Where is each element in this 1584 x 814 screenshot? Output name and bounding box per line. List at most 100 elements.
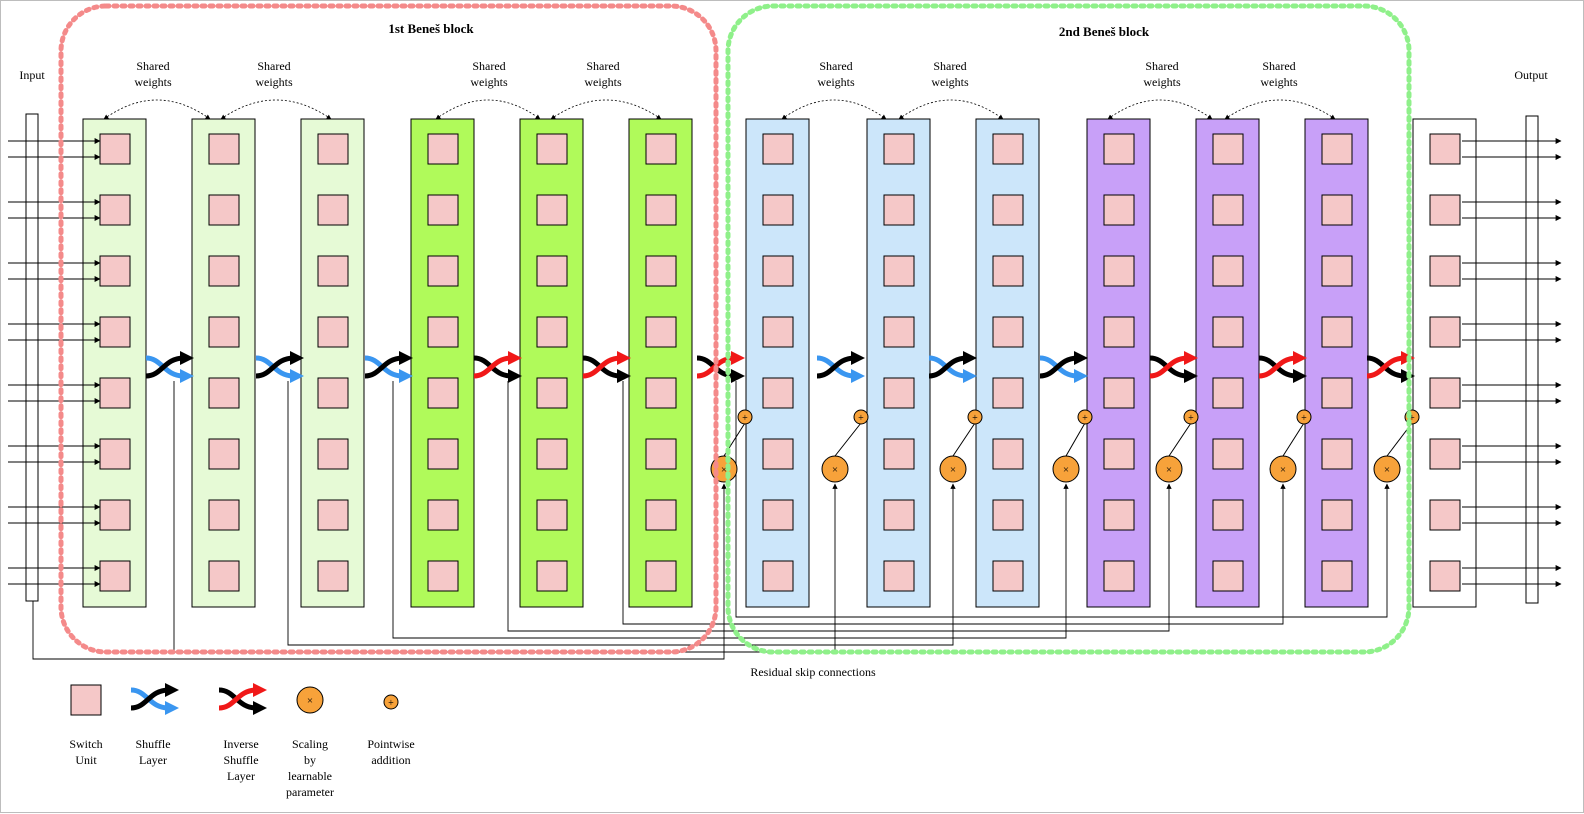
legend: SwitchUnitShuffleLayerInverseShuffleLaye… [69, 683, 415, 799]
connector-stroke [1039, 355, 1079, 379]
switch-unit [883, 194, 915, 226]
layer-column-box [1195, 118, 1260, 608]
scale-op [1269, 455, 1297, 483]
connector-head [1074, 369, 1088, 383]
connector-head [1184, 351, 1198, 365]
legend-head [165, 701, 179, 715]
switch-unit [317, 255, 349, 287]
legend-stroke [218, 687, 258, 711]
input-bar [25, 113, 39, 602]
switch-unit [992, 316, 1024, 348]
legend-label: Unit [75, 753, 97, 767]
switch-unit [1429, 255, 1461, 287]
switch-unit [99, 377, 131, 409]
switch-unit [1321, 499, 1353, 531]
switch-unit [317, 377, 349, 409]
legend-label: by [304, 753, 316, 767]
switch-unit [317, 560, 349, 592]
switch-unit [1103, 377, 1135, 409]
legend-label: Switch [69, 737, 102, 751]
connector-head [731, 351, 745, 365]
shared-weights-label: weights [931, 75, 969, 89]
residual-op: ×+ [1269, 409, 1312, 483]
switch-unit [1429, 377, 1461, 409]
connector-head [290, 351, 304, 365]
switch-unit [1212, 499, 1244, 531]
add-op-symbol: + [1082, 413, 1088, 424]
switch-unit [536, 499, 568, 531]
residual-op: ×+ [821, 409, 869, 483]
add-op-symbol: + [1409, 413, 1415, 424]
switch-unit [1103, 255, 1135, 287]
scale-op-symbol: × [1063, 464, 1069, 476]
switch-unit [208, 499, 240, 531]
skip-connection-line [32, 483, 727, 660]
residual-op: ×+ [1373, 409, 1420, 483]
switch-unit [1103, 560, 1135, 592]
switch-unit [762, 255, 794, 287]
switch-unit [99, 499, 131, 531]
legend-label: Layer [227, 769, 255, 783]
scale-op-symbol: × [721, 464, 727, 476]
connector-head [963, 369, 977, 383]
legend-label: Layer [139, 753, 167, 767]
shared-weights-label: weights [1143, 75, 1181, 89]
switch-unit [992, 194, 1024, 226]
connector-stroke [364, 355, 404, 379]
layer-column [866, 118, 931, 608]
layer-column-box [410, 118, 475, 608]
switch-unit [762, 194, 794, 226]
switch-unit [427, 438, 459, 470]
scale-op [1373, 455, 1401, 483]
switch-unit [883, 438, 915, 470]
switch-unit [762, 560, 794, 592]
switch-unit [99, 194, 131, 226]
switch-unit [1212, 438, 1244, 470]
switch-unit [1429, 560, 1461, 592]
layer-column-box [628, 118, 693, 608]
switch-unit [317, 316, 349, 348]
add-op-symbol: + [1301, 413, 1307, 424]
switch-unit [208, 255, 240, 287]
switch-unit [427, 560, 459, 592]
switch-unit [208, 560, 240, 592]
scale-op-symbol: × [1384, 464, 1390, 476]
shared-weights-annotations: SharedweightsSharedweightsSharedweightsS… [103, 59, 1336, 120]
connector-head [617, 351, 631, 365]
shared-weights-label: weights [255, 75, 293, 89]
connector-head [508, 369, 522, 383]
shuffle-layer [928, 351, 977, 383]
switch-unit [992, 560, 1024, 592]
shared-weights-arc [220, 99, 332, 120]
skip-connection-line [287, 381, 956, 646]
shared-weights-arc [550, 99, 662, 120]
input-output-lines [8, 113, 1562, 604]
skip-connections-label: Residual skip connections [750, 665, 876, 679]
inverse-shuffle-layer [1258, 351, 1307, 383]
switch-unit [208, 438, 240, 470]
shared-weights-label: Shared [472, 59, 505, 73]
connector-head [180, 369, 194, 383]
switch-unit [208, 316, 240, 348]
op-link [1168, 422, 1192, 457]
switch-unit [536, 438, 568, 470]
switch-unit [1103, 133, 1135, 165]
shared-weights-arc [435, 99, 541, 120]
connector-head [851, 351, 865, 365]
switch-unit [536, 377, 568, 409]
legend-label: Shuffle [135, 737, 170, 751]
residual-op: ×+ [1155, 409, 1199, 483]
switch-unit [1321, 255, 1353, 287]
switch-unit [1321, 194, 1353, 226]
layer-column [1412, 118, 1477, 608]
layer-column-box [82, 118, 147, 608]
layer-column-box [975, 118, 1040, 608]
shared-weights-arc [898, 99, 1004, 120]
legend-head [165, 683, 179, 697]
switch-unit [1321, 133, 1353, 165]
connector-head [1184, 369, 1198, 383]
switch-unit [208, 377, 240, 409]
